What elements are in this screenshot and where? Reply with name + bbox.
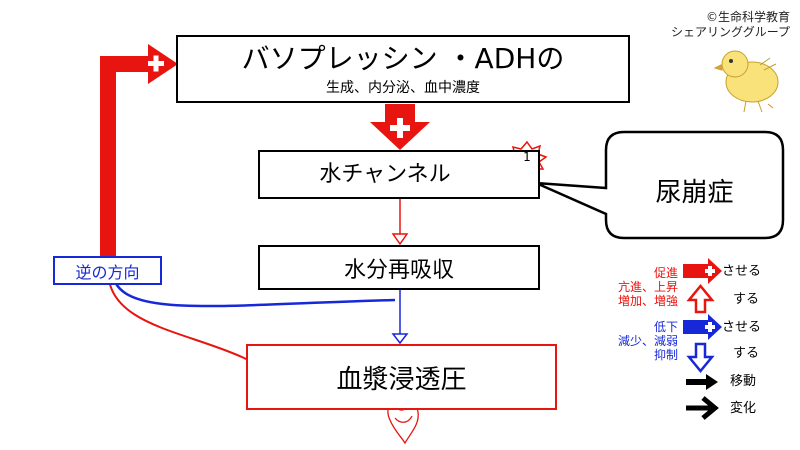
red-plus-down-arrow: [370, 104, 430, 150]
legend-promote-line: 増加、増強: [617, 294, 678, 308]
plus-icon: [148, 55, 164, 72]
legend-move-label: 移動: [730, 374, 757, 389]
plasma-osmolality-box: 血漿浸透圧: [246, 344, 557, 410]
reverse-direction-label: 逆の方向: [53, 256, 162, 285]
legend-promote-self: する: [733, 292, 760, 307]
copyright: ©生命科学教育 シェアリンググループ: [660, 10, 790, 40]
legend-promote-text: 促進 亢進、上昇 増加、増強: [580, 266, 678, 308]
vasopressin-box: バソプレッシン ・ADHの 生成、内分泌、血中濃度: [176, 35, 630, 103]
legend-change-label: 変化: [730, 401, 757, 416]
water-channel-box: 水チャンネル: [258, 150, 540, 199]
legend-reduce-text: 低下 減少、減弱 抑制: [580, 320, 678, 362]
reabsorption-box: 水分再吸収: [258, 245, 540, 290]
legend-down-arrow-icon: [686, 342, 715, 373]
legend-reduce-line: 減少、減弱: [617, 334, 678, 348]
legend-black-arrow: [686, 374, 718, 390]
feedback-arrow-line: [100, 56, 150, 258]
legend-black-thick-arrow: [686, 396, 719, 420]
plasma-label: 血漿浸透圧: [336, 364, 467, 395]
copyright-line1: ©生命科学教育: [705, 10, 790, 24]
legend-promote-line: 亢進、上昇: [617, 280, 678, 294]
copyright-line2: シェアリンググループ: [670, 25, 790, 39]
legend-blue-plus-arrow: [683, 314, 722, 340]
vasopressin-subtitle: 生成、内分泌、血中濃度: [326, 80, 480, 96]
callout-bubble: [535, 130, 785, 240]
thin-red-arrowhead: [391, 233, 409, 246]
legend-reduce-cause: させる: [722, 320, 762, 335]
thin-blue-arrowhead: [391, 333, 409, 345]
blue-curve: [110, 269, 396, 308]
legend-reduce-line: 抑制: [653, 348, 678, 362]
callout-label: 尿崩症: [655, 177, 734, 208]
legend-promote-cause: させる: [722, 264, 762, 279]
legend-up-arrow-icon: [686, 284, 715, 314]
legend-promote-line: 促進: [653, 266, 678, 280]
legend-reduce-line: 低下: [653, 320, 678, 334]
legend-reduce-self: する: [733, 346, 760, 361]
reabsorption-label: 水分再吸収: [343, 257, 454, 283]
vasopressin-title: バソプレッシン ・ADHの: [241, 42, 565, 75]
chick-icon: [713, 50, 779, 113]
badge-number: 1: [523, 150, 531, 164]
legend-red-plus-arrow: [683, 258, 722, 284]
water-channel-label: 水チャンネル: [319, 162, 451, 187]
